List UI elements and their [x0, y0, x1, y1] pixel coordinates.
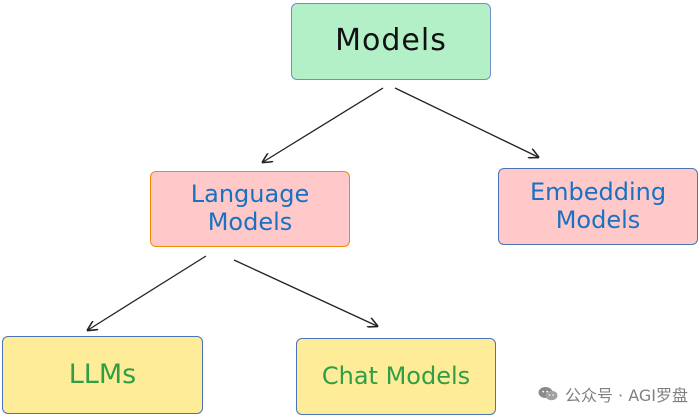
wechat-icon — [538, 387, 558, 401]
edge-language-models-to-llms — [88, 255, 207, 330]
watermark-text: 公众号 · AGI罗盘 — [564, 386, 688, 405]
node-language-models: Language Models — [150, 171, 350, 247]
node-models: Models — [291, 3, 491, 80]
node-models-label: Models — [335, 23, 447, 59]
node-embedding-models-line-1: Embedding — [529, 177, 667, 206]
node-chat-models: Chat Models — [296, 338, 496, 415]
edge-models-to-language-models — [263, 87, 384, 162]
node-llms-label: LLMs — [68, 359, 137, 391]
watermark: 公众号 · AGI罗盘 — [537, 382, 688, 406]
edge-models-to-embedding-models — [394, 87, 538, 157]
node-embedding-models-line-2: Models — [555, 205, 641, 234]
node-chat-models-label: Chat Models — [321, 361, 471, 390]
node-language-models-line-2: Models — [207, 208, 293, 236]
edge-language-models-to-chat-models — [233, 259, 377, 326]
node-language-models-line-1: Language — [190, 180, 310, 209]
node-embedding-models: Embedding Models — [498, 168, 698, 245]
node-llms: LLMs — [2, 336, 203, 414]
